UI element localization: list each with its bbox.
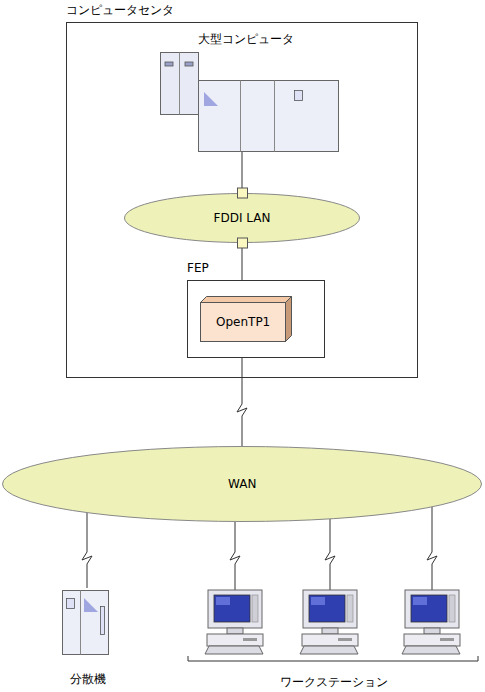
wan-link <box>325 519 335 590</box>
network-link <box>237 358 247 446</box>
mainframe-icon: 大型コンピュータ <box>150 30 342 152</box>
frame-rect <box>67 23 418 378</box>
panel-mark <box>204 92 218 106</box>
network-ellipse <box>125 194 360 243</box>
box-side <box>286 297 292 342</box>
box-front <box>201 303 286 342</box>
panel <box>101 607 105 635</box>
group-bracket <box>188 656 478 661</box>
workstation-icon <box>205 590 263 654</box>
wan-ellipse: WAN <box>2 446 482 522</box>
wan-link <box>427 507 437 590</box>
software-box: OpenTP1 <box>200 296 292 342</box>
node-label: OpenTP1 <box>216 315 270 329</box>
computer-outline <box>150 30 342 152</box>
node-label: FEP <box>187 261 209 275</box>
lan-ellipse: FDDI LAN <box>124 193 360 243</box>
panel-mark <box>84 598 98 612</box>
network-link <box>242 152 243 193</box>
lan-port <box>238 188 248 198</box>
network-ellipse <box>3 447 482 522</box>
panel <box>165 62 173 66</box>
site-frame: コンピュータセンタ大型コンピュータFDDI LANFEPOpenTP1 <box>66 22 418 378</box>
server-icon: 分散機 <box>50 588 125 688</box>
node-label: 大型コンピュータ <box>198 32 294 46</box>
panel <box>185 62 193 66</box>
group-label: ワークステーション <box>280 675 388 689</box>
node-label: FDDI LAN <box>214 211 271 225</box>
cabinet <box>63 591 109 655</box>
workstation-icon <box>300 590 358 654</box>
node-label: コンピュータセンタ <box>66 3 174 17</box>
network-link <box>82 513 92 588</box>
wan-link <box>230 522 240 590</box>
cabinet-split <box>80 591 81 655</box>
cabinet-split <box>179 53 180 115</box>
cabinet <box>199 81 339 152</box>
workstation-icon <box>402 590 460 654</box>
frame-rect <box>188 281 325 358</box>
node-label: 分散機 <box>70 672 106 686</box>
cabinet-split <box>274 81 275 152</box>
fep-box: FEPOpenTP1 <box>187 280 325 358</box>
panel <box>67 599 75 609</box>
cabinet <box>161 53 199 115</box>
box-top <box>201 297 292 303</box>
network-link <box>242 243 243 280</box>
lan-port <box>238 238 248 248</box>
panel <box>295 91 303 101</box>
node-label: WAN <box>228 477 256 491</box>
cabinet-split <box>240 81 241 152</box>
